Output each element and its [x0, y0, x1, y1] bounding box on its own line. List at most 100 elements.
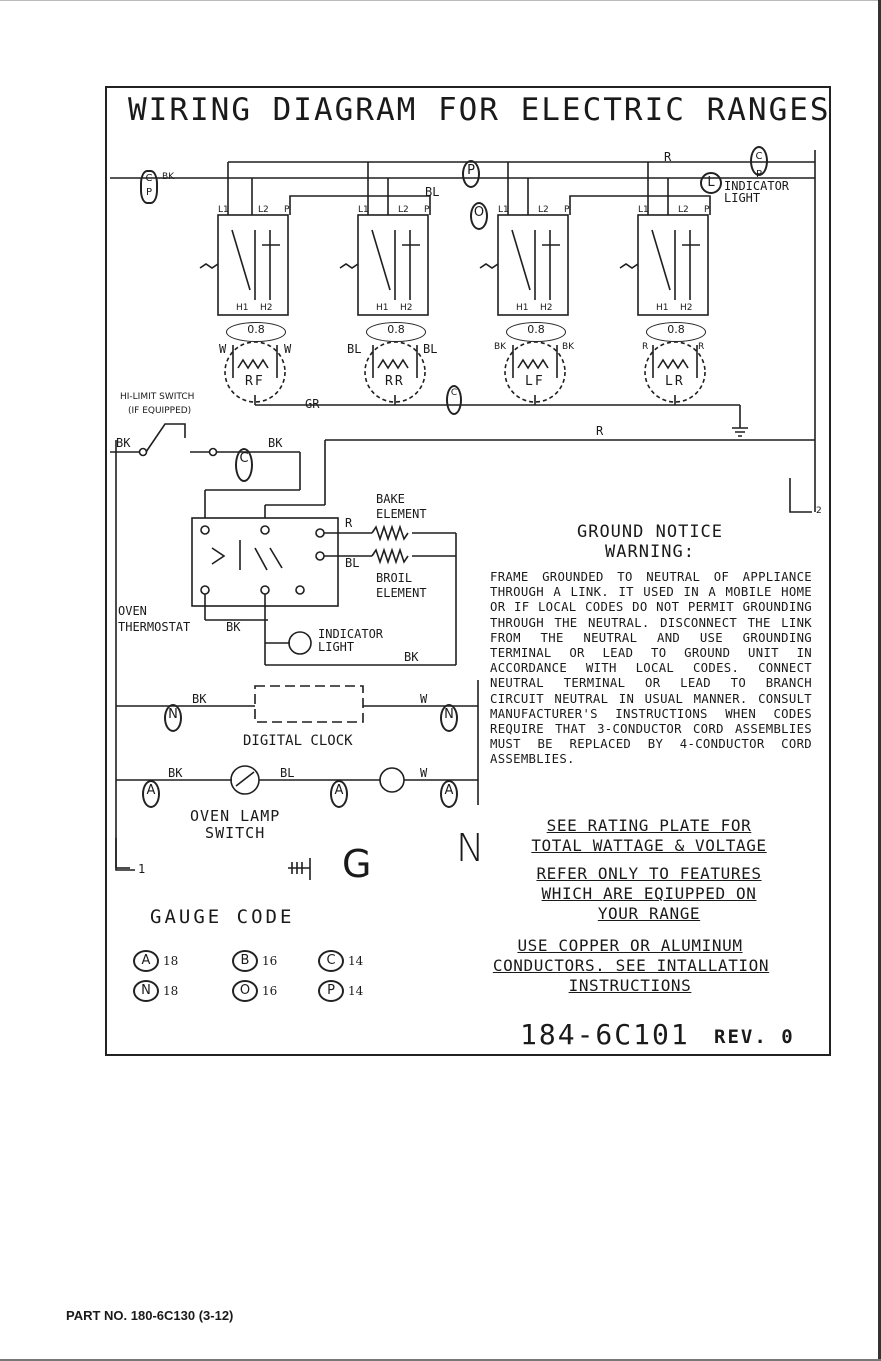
oven-indicator-light — [288, 631, 312, 655]
element-rr — [364, 341, 426, 403]
gauge-o-value: 16 — [262, 984, 278, 998]
wire-lf-left: BK — [494, 342, 507, 352]
line-1-label: 1 — [138, 862, 146, 876]
gauge-a-value: 18 — [163, 954, 179, 968]
terminal-p-lr: P — [704, 205, 710, 215]
terminal-l2-lf: L2 — [538, 205, 549, 215]
wire-lr-right: R — [698, 342, 705, 352]
gauge-cp-circle-right: C P — [750, 146, 768, 180]
hi-limit-label: HI-LIMIT SWITCH — [120, 392, 195, 402]
gauge-b-symbol: B — [232, 950, 258, 972]
gauge-o-circle-top: O — [470, 202, 488, 230]
wire-color-bk-top: BK — [162, 172, 175, 182]
gauge-n-value: 18 — [163, 984, 179, 998]
terminal-h2-lf: H2 — [540, 303, 553, 313]
features-note-line3: YOUR RANGE — [597, 904, 701, 923]
gauge-c-symbol: C — [318, 950, 344, 972]
terminal-l1-lf: L1 — [498, 205, 509, 215]
gauge-a-circle-mid: A — [330, 780, 348, 808]
diagram-title: WIRING DIAGRAM FOR ELECTRIC RANGES — [128, 92, 831, 128]
gauge-cp-circle: C P — [140, 170, 158, 204]
terminal-h2-rf: H2 — [260, 303, 273, 313]
fuse-lr: 0.8 — [646, 322, 706, 342]
ground-g-symbol — [288, 858, 311, 880]
wire-lf-right: BK — [562, 342, 575, 352]
diagram-border — [105, 86, 831, 1056]
terminal-h2-rr: H2 — [400, 303, 413, 313]
gauge-o-symbol: O — [232, 980, 258, 1002]
fuse-rf: 0.8 — [226, 322, 286, 342]
element-label-lf: LF — [525, 374, 545, 389]
bake-element-label: BAKE ELEMENT — [376, 492, 427, 521]
terminal-p-lf: P — [564, 205, 570, 215]
rating-note-line1: SEE RATING PLATE FOR — [546, 816, 752, 835]
wire-color-bk-oven: BK — [404, 650, 419, 664]
oven-indicator-light-label: INDICATOR LIGHT — [318, 627, 384, 654]
gauge-c-circle: C — [235, 448, 253, 482]
if-equipped-label: (IF EQUIPPED) — [128, 406, 192, 416]
ground-notice-heading: GROUND NOTICE — [576, 522, 724, 542]
gauge-a-circle-left: A — [142, 780, 160, 808]
oven-thermostat-label: OVEN THERMOSTAT — [118, 604, 191, 634]
features-note-line2: WHICH ARE EQIUPPED ON — [541, 884, 757, 903]
terminal-p-rr: P — [424, 205, 430, 215]
page-right-edge — [878, 0, 881, 1361]
terminal-l2: L2 — [258, 205, 269, 215]
page-top-edge — [0, 0, 881, 1]
oven-lamp-switch-label: OVEN LAMP SWITCH — [190, 807, 281, 842]
hi-limit-switch — [145, 423, 186, 453]
line-2-label: 2 — [816, 506, 822, 516]
wire-color-w-lamp: W — [420, 766, 428, 780]
switch-rr — [339, 214, 429, 316]
indicator-light-top-label: INDICATOR LIGHT — [724, 179, 790, 205]
wire-rf-right: W — [284, 342, 292, 356]
wire-rf-left: W — [219, 342, 227, 356]
wire-color-r-bake: R — [345, 516, 353, 530]
wire-color-bl-lamp: BL — [280, 766, 295, 780]
wire-color-bk-left: BK — [116, 436, 131, 450]
ground-symbol — [732, 427, 748, 437]
neutral-n-label: N — [456, 826, 485, 870]
wire-rr-left: BL — [347, 342, 362, 356]
switch-lf — [479, 214, 569, 316]
terminal-l2-rr: L2 — [398, 205, 409, 215]
drawing-number: 184-6C101 — [520, 1018, 690, 1051]
terminal-l1-lr: L1 — [638, 205, 649, 215]
gauge-p-symbol: P — [318, 980, 344, 1002]
copper-note-line2: CONDUCTORS. SEE INTALLATION — [492, 956, 770, 975]
switch-rf — [199, 214, 289, 316]
features-note-line1: REFER ONLY TO FEATURES — [536, 864, 762, 883]
gauge-n-symbol: N — [133, 980, 159, 1002]
bake-element — [371, 524, 409, 542]
wire-color-w-clock: W — [420, 692, 428, 706]
broil-element-label: BROIL ELEMENT — [376, 571, 427, 600]
terminal-h1-lr: H1 — [656, 303, 669, 313]
digital-clock-label: DIGITAL CLOCK — [243, 733, 353, 749]
terminal-h2-lr: H2 — [680, 303, 693, 313]
terminal-h1-lf: H1 — [516, 303, 529, 313]
terminal-h1-rf: H1 — [236, 303, 249, 313]
gauge-circle-mid: C — [446, 385, 462, 415]
switch-lr — [619, 214, 709, 316]
element-label-rf: RF — [245, 374, 265, 389]
ground-notice-warning: WARNING: — [605, 542, 695, 562]
hi-limit-switch-contact — [138, 447, 148, 457]
element-label-lr: LR — [665, 374, 685, 389]
wire-lr-left: R — [642, 342, 649, 352]
terminal-l2-lr: L2 — [678, 205, 689, 215]
wire-color-bk-lamp: BK — [168, 766, 183, 780]
gauge-p-circle-top: P — [462, 160, 480, 188]
ground-notice-body: FRAME GROUNDED TO NEUTRAL OF APPLIANCE T… — [490, 570, 812, 767]
wire-color-bl-top: BL — [425, 185, 440, 199]
copper-note-line3: INSTRUCTIONS — [568, 976, 692, 995]
wire-color-r-feed: R — [596, 424, 604, 438]
gauge-p-value: 14 — [348, 984, 364, 998]
wire-color-bl-broil: BL — [345, 556, 360, 570]
wire-color-r-top: R — [664, 150, 672, 164]
fuse-lf: 0.8 — [506, 322, 566, 342]
gauge-code-title: GAUGE CODE — [150, 906, 295, 928]
indicator-light-top-symbol: L — [700, 172, 722, 194]
page-bottom-edge — [0, 1359, 881, 1361]
gauge-a-circle-right: A — [440, 780, 458, 808]
